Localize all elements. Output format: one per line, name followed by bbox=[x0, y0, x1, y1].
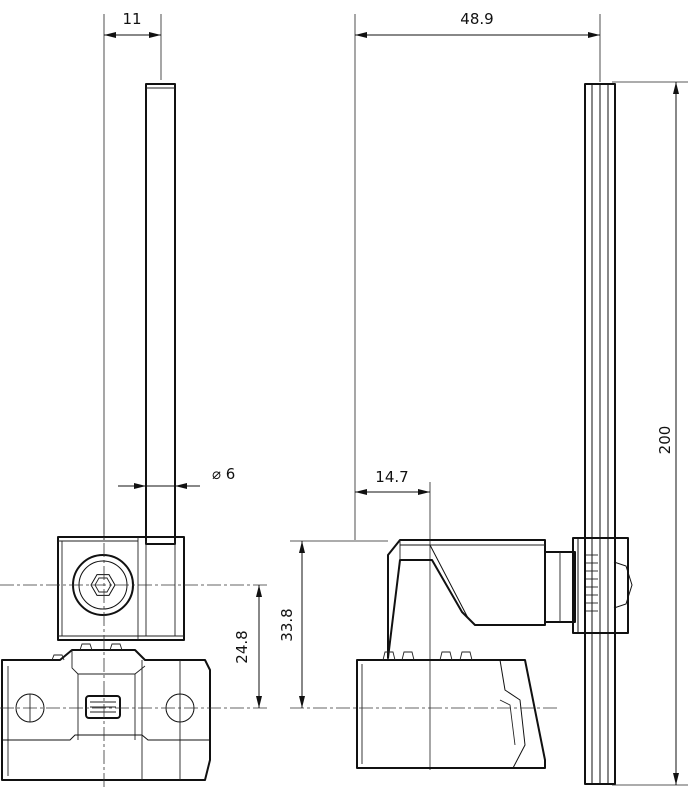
upper-block bbox=[57, 536, 185, 641]
side-lower-body bbox=[356, 651, 546, 769]
dim-axis-height-label: 24.8 bbox=[233, 630, 251, 663]
side-view: 48.9 200 14.7 bbox=[278, 10, 688, 786]
dim-rod-diameter-label: ⌀ 6 bbox=[212, 465, 235, 483]
dim-overall-width-label: 48.9 bbox=[460, 10, 493, 28]
dim-height-label: 200 bbox=[656, 426, 674, 455]
dim-rod-diameter: ⌀ 6 bbox=[118, 465, 235, 489]
dim-body-height: 33.8 bbox=[278, 541, 305, 708]
angled-arm bbox=[387, 539, 546, 659]
dim-axis-height: 24.8 bbox=[233, 585, 262, 708]
dim-hinge-offset: 14.7 bbox=[355, 468, 431, 770]
dim-height: 200 bbox=[612, 81, 688, 786]
rod bbox=[145, 83, 176, 545]
lower-housing bbox=[1, 643, 211, 781]
dim-overall-width: 48.9 bbox=[354, 10, 601, 540]
dim-body-height-label: 33.8 bbox=[278, 608, 296, 641]
hinge-clamp bbox=[544, 537, 633, 634]
dim-hinge-offset-label: 14.7 bbox=[375, 468, 408, 486]
front-view: 11 ⌀ 6 bbox=[0, 10, 270, 790]
rod-profile bbox=[584, 83, 616, 785]
dim-rod-offset-label: 11 bbox=[122, 10, 141, 28]
dim-rod-offset: 11 bbox=[103, 10, 162, 540]
